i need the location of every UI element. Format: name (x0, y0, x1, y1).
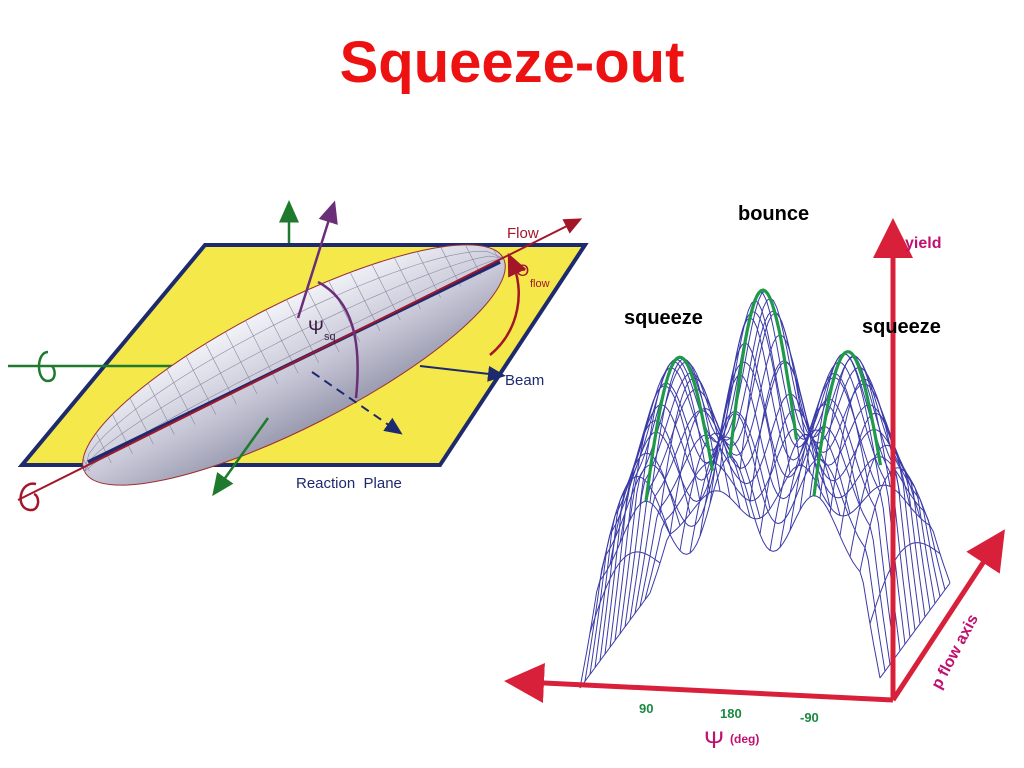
mesh-line-pflow (579, 592, 651, 689)
ellipsoid-mesh-line (147, 382, 175, 435)
beam-axis (419, 365, 506, 382)
mesh-line-pflow (609, 452, 681, 565)
projection-dashed-line (311, 371, 403, 435)
rotation-icon-bottom (19, 482, 40, 512)
tick-90: 90 (639, 701, 653, 716)
mesh-line-pflow (779, 429, 851, 548)
beam-label: Beam (505, 372, 544, 389)
squeeze-label-left: squeeze (624, 307, 703, 329)
psi-axis (504, 662, 894, 703)
front-axis (212, 417, 270, 497)
reaction-plane-label: Reaction Plane (296, 475, 402, 492)
mesh-line-pflow (659, 377, 731, 515)
ridge-line (728, 288, 799, 457)
mesh-line-pflow (829, 378, 901, 514)
squeeze-label-right: squeeze (862, 316, 941, 338)
theta-subscript: flow (530, 278, 550, 290)
mesh-line-pflow (849, 444, 921, 557)
mesh-line-pflow (789, 403, 861, 531)
flow-axis (17, 218, 583, 501)
mesh-line-psi (614, 290, 916, 641)
tick-minus-90: -90 (800, 710, 819, 725)
mesh-line-pflow (689, 436, 761, 554)
ellipsoid-mesh-line (129, 397, 154, 445)
mesh-line-pflow (679, 432, 751, 551)
theta-label: Θ (516, 261, 529, 280)
ridge-line (812, 350, 883, 496)
mesh-line-pflow (589, 551, 661, 634)
psi-axis-unit: (deg) (730, 732, 759, 746)
mesh-line-pflow (599, 475, 671, 581)
mesh-line-pflow (769, 433, 841, 551)
ellipsoid-mesh-line (166, 368, 196, 425)
mesh-line-pflow (669, 407, 741, 535)
mesh-line-pflow (619, 420, 691, 544)
slide-title: Squeeze-out (339, 30, 685, 95)
yield-label: yield (905, 235, 941, 252)
ellipsoid-mesh-line (84, 250, 504, 472)
reaction-plane-diagram: Beam Flow Θ flow Ψ sq Reaction Plane (8, 200, 589, 512)
psi-subscript: sq (324, 331, 336, 343)
mesh-line-pflow (839, 412, 911, 536)
ridge-line (644, 355, 715, 502)
tick-180: 180 (720, 706, 742, 721)
p-flow-axis (890, 529, 1005, 702)
mesh-line-pflow (709, 361, 781, 504)
mesh-line-psi (589, 374, 891, 675)
rotation-icon-left (37, 350, 56, 383)
squeeze-axis (296, 200, 338, 319)
mesh-line-psi (619, 297, 921, 634)
psi-axis-symbol: Ψ (704, 727, 724, 754)
bounce-label: bounce (738, 203, 809, 225)
ellipsoid-mesh-line (84, 255, 504, 472)
ridge-lines (644, 288, 883, 502)
ellipsoid-mesh-line (95, 432, 112, 464)
psi-arc (317, 280, 359, 399)
p-flow-axis-label: p flow axis (929, 612, 982, 692)
psi-label: Ψ (308, 318, 324, 339)
theta-flow-arc (489, 252, 527, 356)
mesh-line-pflow (869, 542, 941, 624)
mesh-line-psi (634, 361, 936, 614)
ellipsoid-mesh-line (112, 414, 133, 454)
flow-label: Flow (507, 225, 539, 242)
mesh-line-pflow (719, 311, 791, 474)
yield-surface-plot: yield p flow axis 90 180 -90 Ψ (deg) bou… (504, 203, 1005, 754)
